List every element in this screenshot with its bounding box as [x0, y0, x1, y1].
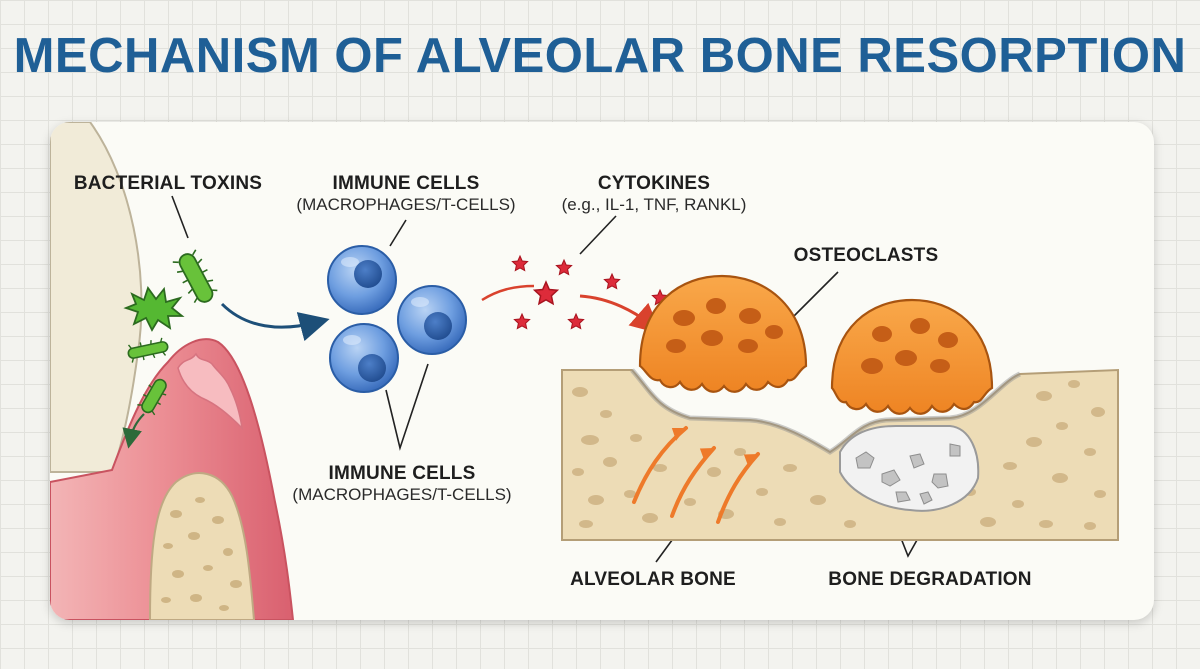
label-immune-cells-top-heading: IMMUNE CELLS	[332, 173, 480, 194]
cytokine	[511, 254, 529, 272]
arrow-cytokines-left	[481, 284, 535, 302]
label-bacterial-toxins: BACTERIAL TOXINS	[68, 172, 268, 195]
bacterium-rod-small	[127, 337, 169, 363]
gum-alveolar-bone	[148, 472, 256, 620]
label-immune-cells-top: IMMUNE CELLS (MACROPHAGES/T-CELLS)	[276, 172, 536, 216]
immune-cell	[329, 323, 399, 393]
label-immune-cells-bottom-sub: (MACROPHAGES/T-CELLS)	[292, 485, 512, 505]
cytokine	[603, 272, 621, 290]
gum-bone-pores	[161, 497, 242, 611]
label-osteoclasts-text: OSTEOCLASTS	[793, 245, 939, 266]
cytokines	[511, 254, 669, 330]
cytokine	[567, 312, 585, 330]
bacteria-group	[122, 249, 218, 449]
cytokine	[532, 280, 560, 306]
label-alveolar-bone-text: ALVEOLAR BONE	[570, 569, 736, 590]
page-title: MECHANISM OF ALVEOLAR BONE RESORPTION	[13, 29, 1187, 83]
label-alveolar-bone: ALVEOLAR BONE	[558, 568, 748, 591]
label-immune-cells-bottom: IMMUNE CELLS (MACROPHAGES/T-CELLS)	[272, 462, 532, 506]
osteoclast-nuclei	[861, 318, 958, 374]
osteoclast-nuclei	[666, 298, 783, 353]
bacterium-rod-lower	[137, 378, 167, 416]
label-bacterial-toxins-text: BACTERIAL TOXINS	[73, 173, 263, 194]
label-bone-degradation: BONE DEGRADATION	[820, 568, 1040, 591]
bacterium-spiky	[123, 286, 185, 332]
osteoclast	[638, 274, 808, 393]
bone-edge-shadow	[630, 368, 1022, 455]
immune-cells	[327, 245, 467, 393]
leader-bacterial-toxins	[171, 195, 189, 239]
arrow-to-osteoclasts	[579, 294, 662, 334]
bacterium-rod	[172, 249, 218, 304]
leader-immune-top	[389, 219, 407, 247]
leader-immune-bottom	[385, 363, 429, 451]
diagram-panel: BACTERIAL TOXINS IMMUNE CELLS (MACROPHAG…	[50, 122, 1154, 620]
leader-cytokines	[579, 215, 617, 255]
immune-cell	[397, 285, 467, 355]
label-immune-cells-top-sub: (MACROPHAGES/T-CELLS)	[296, 195, 516, 215]
bone-fragments	[855, 443, 961, 505]
label-bone-degradation-text: BONE DEGRADATION	[828, 569, 1032, 590]
cytokine	[513, 312, 531, 330]
bacteria-invasion-arrow	[122, 413, 145, 449]
bone-degradation-zone	[839, 425, 980, 512]
label-cytokines-sub: (e.g., IL-1, TNF, RANKL)	[561, 195, 747, 215]
resorption-arrowheads	[671, 428, 758, 468]
label-osteoclasts: OSTEOCLASTS	[786, 244, 946, 267]
gum-ridge	[177, 352, 244, 431]
label-cytokines-heading: CYTOKINES	[597, 173, 711, 194]
diagram-illustration	[50, 122, 1119, 620]
arrow-to-immune-cells	[220, 302, 330, 342]
cytokine	[555, 258, 573, 276]
osteoclast	[830, 298, 994, 415]
immune-cell	[327, 245, 397, 315]
label-cytokines: CYTOKINES (e.g., IL-1, TNF, RANKL)	[536, 172, 772, 216]
bone-pores	[572, 380, 1106, 530]
label-immune-cells-bottom-heading: IMMUNE CELLS	[328, 463, 476, 484]
